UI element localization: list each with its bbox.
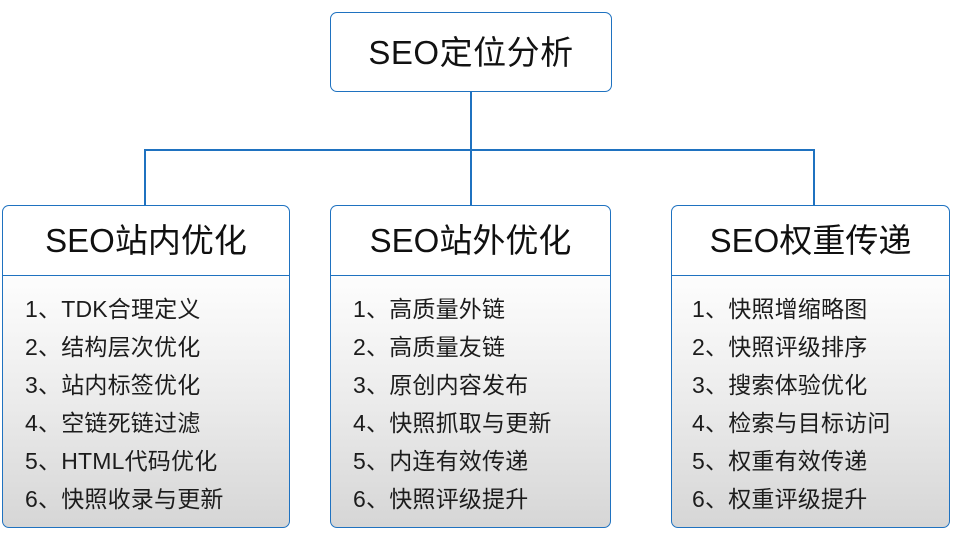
list-item: 6、权重评级提升 (692, 486, 868, 512)
branch-list-2: 1、高质量外链 2、高质量友链 3、原创内容发布 4、快照抓取与更新 5、内连有… (330, 275, 611, 528)
branch-header-1-label: SEO站内优化 (45, 222, 247, 259)
branch-column-3: SEO权重传递 1、快照增缩略图 2、快照评级排序 3、搜索体验优化 4、检索与… (671, 205, 950, 528)
branch-column-1: SEO站内优化 1、TDK合理定义 2、结构层次优化 3、站内标签优化 4、空链… (2, 205, 290, 528)
branch-header-2-label: SEO站外优化 (369, 222, 572, 259)
connector-branch-1-drop (144, 149, 146, 206)
list-item: 6、快照评级提升 (353, 486, 529, 512)
list-item: 2、高质量友链 (353, 334, 506, 360)
list-item: 3、站内标签优化 (25, 372, 201, 398)
connector-root-vertical (470, 92, 472, 150)
list-item: 1、高质量外链 (353, 296, 506, 322)
list-item: 4、空链死链过滤 (25, 410, 201, 436)
list-item: 4、快照抓取与更新 (353, 410, 552, 436)
branch-header-2[interactable]: SEO站外优化 (330, 205, 611, 275)
root-node-label: SEO定位分析 (368, 33, 574, 71)
root-node[interactable]: SEO定位分析 (330, 12, 612, 92)
branch-header-3-label: SEO权重传递 (709, 222, 912, 259)
branch-list-3: 1、快照增缩略图 2、快照评级排序 3、搜索体验优化 4、检索与目标访问 5、权… (671, 275, 950, 528)
list-item: 1、快照增缩略图 (692, 296, 868, 322)
list-item: 4、检索与目标访问 (692, 410, 891, 436)
list-item: 5、HTML代码优化 (25, 448, 218, 474)
branch-column-2: SEO站外优化 1、高质量外链 2、高质量友链 3、原创内容发布 4、快照抓取与… (330, 205, 611, 528)
list-item: 2、结构层次优化 (25, 334, 201, 360)
list-item: 5、权重有效传递 (692, 448, 868, 474)
list-item: 5、内连有效传递 (353, 448, 529, 474)
list-item: 1、TDK合理定义 (25, 296, 201, 322)
connector-horizontal-bus (144, 149, 815, 151)
list-item: 3、原创内容发布 (353, 372, 529, 398)
branch-header-3[interactable]: SEO权重传递 (671, 205, 950, 275)
connector-branch-2-drop (470, 149, 472, 206)
branch-header-1[interactable]: SEO站内优化 (2, 205, 290, 275)
list-item: 3、搜索体验优化 (692, 372, 868, 398)
connector-branch-3-drop (813, 149, 815, 206)
branch-list-1: 1、TDK合理定义 2、结构层次优化 3、站内标签优化 4、空链死链过滤 5、H… (2, 275, 290, 528)
list-item: 6、快照收录与更新 (25, 486, 224, 512)
list-item: 2、快照评级排序 (692, 334, 868, 360)
